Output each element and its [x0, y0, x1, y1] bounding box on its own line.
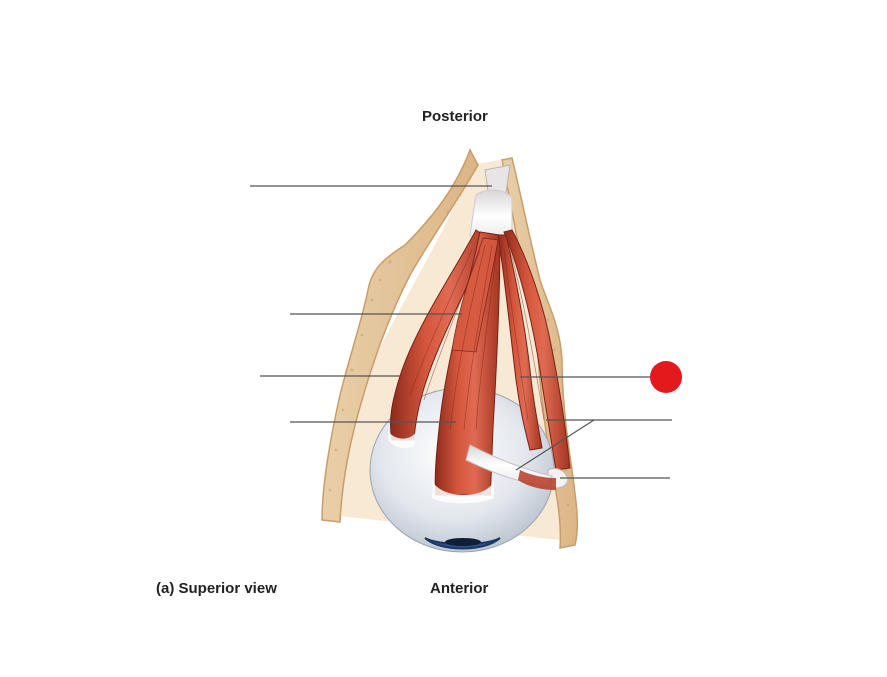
lateral-rectus-muscle	[503, 229, 571, 471]
leader-line-oblique-tendon	[515, 419, 595, 471]
red-marker-dot[interactable]	[650, 361, 682, 393]
pupil	[445, 538, 481, 546]
leader-lines-left	[250, 185, 492, 423]
superior-oblique-insertion	[518, 470, 556, 490]
anterior-label: Anterior	[430, 580, 489, 597]
posterior-label: Posterior	[422, 108, 488, 125]
figure-caption: (a) Superior view	[156, 580, 277, 597]
muscle-fibres	[409, 244, 545, 431]
left-orbital-wall	[321, 148, 479, 523]
tendon-insertions	[388, 430, 494, 504]
leader-lines-right	[515, 376, 672, 479]
